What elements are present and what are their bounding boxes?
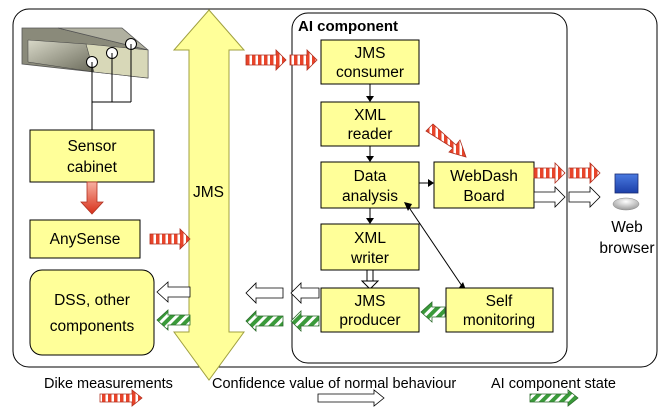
producer-to-jms-confidence-arrow-b [245, 282, 284, 304]
legend-confidence-arrow [317, 389, 385, 407]
svg-text:WebDash: WebDash [450, 168, 518, 185]
legend-confidence-label: Confidence value of normal behaviour [212, 376, 456, 392]
jms-to-consumer-arrow-b [289, 49, 318, 71]
legend-state-arrow [529, 389, 579, 407]
svg-text:cabinet: cabinet [67, 159, 118, 176]
svg-text:XML: XML [354, 107, 386, 124]
webdashboard-box: WebDash Board [433, 161, 535, 209]
webdash-to-browser-white-arrow-a [533, 186, 566, 208]
jms-bus [172, 9, 246, 381]
svg-text:components: components [50, 318, 135, 335]
svg-text:DSS, other: DSS, other [54, 292, 130, 309]
sensor-to-anysense-arrow [80, 181, 104, 215]
analysis-self-monitoring-link [407, 205, 463, 287]
svg-text:consumer: consumer [336, 64, 404, 81]
jms-to-consumer-arrow-a [245, 49, 287, 71]
legend-state-label: AI component state [491, 376, 616, 392]
producer-to-jms-confidence-arrow-a [290, 282, 320, 304]
dss-box: DSS, other components [29, 269, 155, 356]
svg-text:XML: XML [354, 230, 386, 247]
jms-consumer-box: JMS consumer [320, 39, 420, 85]
webdash-to-browser-white-arrow-b [568, 186, 601, 208]
svg-text:Self: Self [486, 293, 513, 310]
legend-dike-label: Dike measurements [44, 376, 173, 392]
anysense-to-jms-arrow [149, 228, 191, 250]
xml-reader-box: XML reader [320, 101, 420, 147]
svg-text:JMS: JMS [355, 45, 386, 62]
svg-text:Board: Board [463, 188, 504, 205]
xml-writer-box: XML writer [320, 223, 420, 271]
svg-text:analysis: analysis [342, 188, 398, 205]
jms-label: JMS [193, 184, 224, 201]
web-browser-monitor-icon [612, 173, 640, 211]
self-monitoring-box: Self monitoring [445, 287, 554, 333]
producer-to-jms-state-arrow-b [245, 310, 284, 332]
svg-text:producer: producer [339, 312, 400, 329]
sensor-cabinet-box: Sensor cabinet [29, 129, 155, 183]
webdash-to-browser-red-arrow-a [533, 162, 566, 184]
svg-text:monitoring: monitoring [463, 312, 535, 329]
svg-text:Data: Data [354, 168, 387, 185]
webdash-to-browser-red-arrow-b [568, 162, 601, 184]
svg-text:reader: reader [348, 126, 393, 143]
svg-text:writer: writer [350, 250, 389, 267]
anysense-box: AnySense [29, 219, 141, 259]
svg-text:JMS: JMS [355, 293, 386, 310]
web-browser-label-2: browser [599, 240, 654, 257]
ai-component-frame [291, 12, 568, 364]
reader-to-webdash-arrow [425, 123, 467, 158]
svg-text:Sensor: Sensor [67, 138, 116, 155]
dike-sensor-illustration [21, 27, 149, 130]
legend-dike-arrow [99, 389, 143, 407]
jms-to-dss-state-arrow [156, 309, 191, 331]
ai-component-title: AI component [298, 18, 398, 35]
producer-to-jms-state-arrow-a [290, 310, 320, 332]
jms-to-dss-confidence-arrow [156, 281, 191, 303]
svg-text:AnySense: AnySense [50, 231, 121, 248]
jms-producer-box: JMS producer [320, 287, 420, 333]
web-browser-label-1: Web [611, 219, 643, 236]
monitoring-to-producer-arrow [420, 301, 446, 323]
data-analysis-box: Data analysis [320, 161, 420, 209]
